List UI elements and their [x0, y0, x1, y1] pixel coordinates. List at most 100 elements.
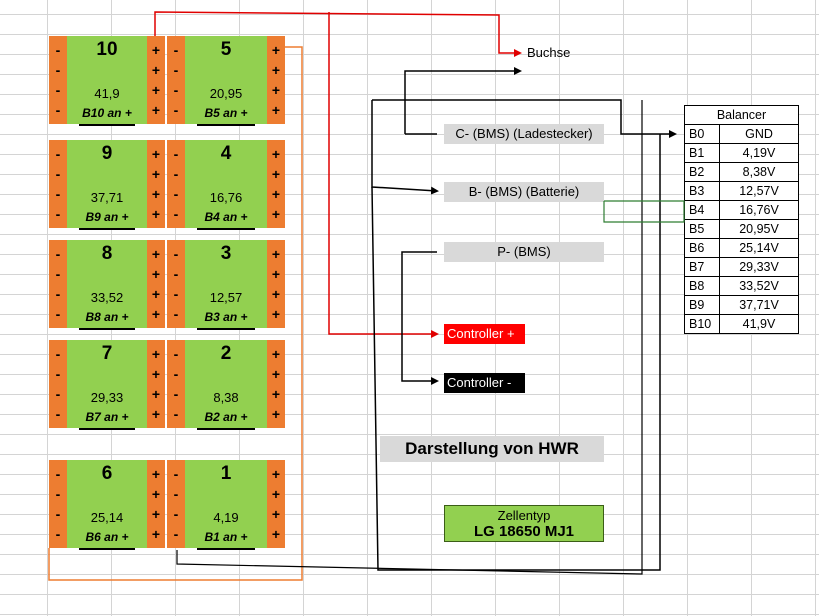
plus-sign: + [151, 346, 161, 362]
plus-sign: + [151, 506, 161, 522]
wire-black-p-minus [401, 251, 439, 385]
zellentyp-value: LG 18650 MJ1 [473, 523, 575, 540]
cell-connector [197, 328, 255, 330]
minus-sign: - [55, 82, 61, 98]
plus-sign: + [271, 386, 281, 402]
minus-sign: - [55, 206, 61, 222]
cell-voltage: 16,76 [209, 190, 243, 205]
plus-sign: + [271, 406, 281, 422]
balancer-header-row: Balancer [684, 105, 799, 125]
cell-number: 9 [101, 143, 113, 164]
wire-green-b4 [603, 200, 685, 223]
plus-sign: + [151, 206, 161, 222]
balancer-key: B4 [684, 200, 720, 220]
cell-voltage: 41,9 [94, 86, 120, 101]
cell-number: 1 [220, 463, 232, 484]
balancer-key: B8 [684, 276, 720, 296]
balancer-value: 4,19V [719, 143, 799, 163]
balancer-value: 20,95V [719, 219, 799, 239]
minus-sign: - [55, 466, 61, 482]
cell-number: 10 [96, 39, 118, 60]
cell-number: 6 [101, 463, 113, 484]
plus-sign: + [271, 82, 281, 98]
plus-sign: + [151, 62, 161, 78]
cell-balancer-label: B3 an + [204, 310, 248, 324]
minus-sign: - [173, 166, 179, 182]
minus-sign: - [173, 486, 179, 502]
minus-sign: - [173, 146, 179, 162]
controller-minus-label: Controller - [444, 373, 525, 393]
minus-sign: - [173, 102, 179, 118]
plus-sign: + [271, 266, 281, 282]
cell-connector [79, 428, 135, 430]
cell-balancer-label: B10 an + [82, 106, 132, 120]
balancer-value: 33,52V [719, 276, 799, 296]
balancer-value: 16,76V [719, 200, 799, 220]
cell-connector [197, 228, 255, 230]
p-minus-bms-label: P- (BMS) [444, 242, 604, 262]
minus-sign: - [173, 62, 179, 78]
minus-sign: - [55, 286, 61, 302]
minus-sign: - [55, 266, 61, 282]
balancer-value: 29,33V [719, 257, 799, 277]
buchse-label: Buchse [527, 45, 571, 60]
minus-sign: - [173, 286, 179, 302]
minus-sign: - [55, 246, 61, 262]
plus-sign: + [151, 82, 161, 98]
plus-sign: + [151, 146, 161, 162]
cell-balancer-label: B6 an + [85, 530, 129, 544]
minus-sign: - [173, 386, 179, 402]
plus-sign: + [151, 102, 161, 118]
cell-balancer-label: B9 an + [85, 210, 129, 224]
cell-number: 4 [220, 143, 232, 164]
minus-sign: - [55, 386, 61, 402]
minus-sign: - [173, 366, 179, 382]
minus-sign: - [55, 366, 61, 382]
cell-voltage: 33,52 [90, 290, 124, 305]
plus-sign: + [271, 506, 281, 522]
plus-sign: + [151, 166, 161, 182]
zellentyp-label: Zellentyp [497, 508, 551, 523]
plus-sign: + [271, 206, 281, 222]
balancer-key: B5 [684, 219, 720, 239]
balancer-value: 41,9V [719, 314, 799, 334]
cell-voltage: 20,95 [209, 86, 243, 101]
controller-plus-label: Controller + [444, 324, 525, 344]
plus-sign: + [271, 246, 281, 262]
plus-sign: + [151, 266, 161, 282]
wire-red-controller [328, 12, 439, 338]
balancer-value: 37,71V [719, 295, 799, 315]
cell-balancer-label: B7 an + [85, 410, 129, 424]
balancer-key: B9 [684, 295, 720, 315]
minus-sign: - [55, 346, 61, 362]
cell-connector [79, 548, 135, 550]
plus-sign: + [151, 306, 161, 322]
cell-voltage: 4,19 [213, 510, 239, 525]
plus-sign: + [151, 186, 161, 202]
plus-sign: + [271, 286, 281, 302]
plus-sign: + [151, 526, 161, 542]
minus-sign: - [173, 82, 179, 98]
plus-sign: + [271, 366, 281, 382]
plus-sign: + [271, 62, 281, 78]
balancer-key: B10 [684, 314, 720, 334]
minus-sign: - [173, 346, 179, 362]
cell-balancer-label: B2 an + [204, 410, 248, 424]
cell-number: 2 [220, 343, 232, 364]
plus-sign: + [271, 102, 281, 118]
balancer-key: B0 [684, 124, 720, 144]
minus-sign: - [173, 506, 179, 522]
plus-sign: + [271, 146, 281, 162]
cell-voltage: 37,71 [90, 190, 124, 205]
cell-voltage: 12,57 [209, 290, 243, 305]
cell-number: 3 [220, 243, 232, 264]
plus-sign: + [151, 366, 161, 382]
wire-black-left-vertical [371, 100, 439, 195]
balancer-title: Balancer [684, 105, 799, 125]
